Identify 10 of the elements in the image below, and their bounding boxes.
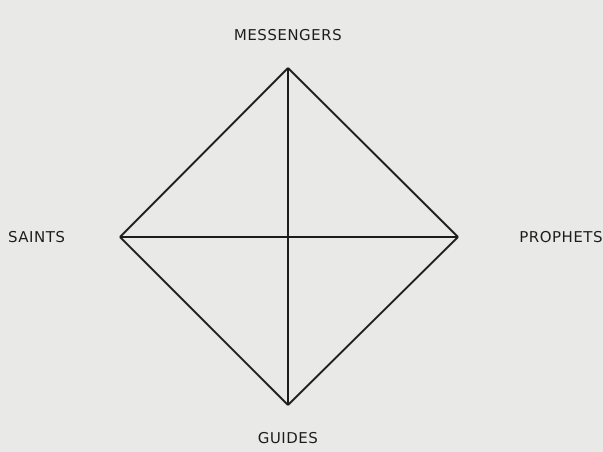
connector-line — [287, 236, 459, 406]
vertex-label: SAINTS — [8, 228, 66, 246]
connector-line — [119, 236, 289, 406]
vertex-label: PROPHETS — [519, 228, 603, 246]
vertex-label: GUIDES — [258, 429, 318, 447]
connector-line — [287, 67, 459, 238]
vertex-label: MESSENGERS — [234, 26, 342, 44]
connector-line — [120, 236, 458, 238]
connector-line — [119, 67, 289, 238]
connector-line — [287, 68, 289, 405]
